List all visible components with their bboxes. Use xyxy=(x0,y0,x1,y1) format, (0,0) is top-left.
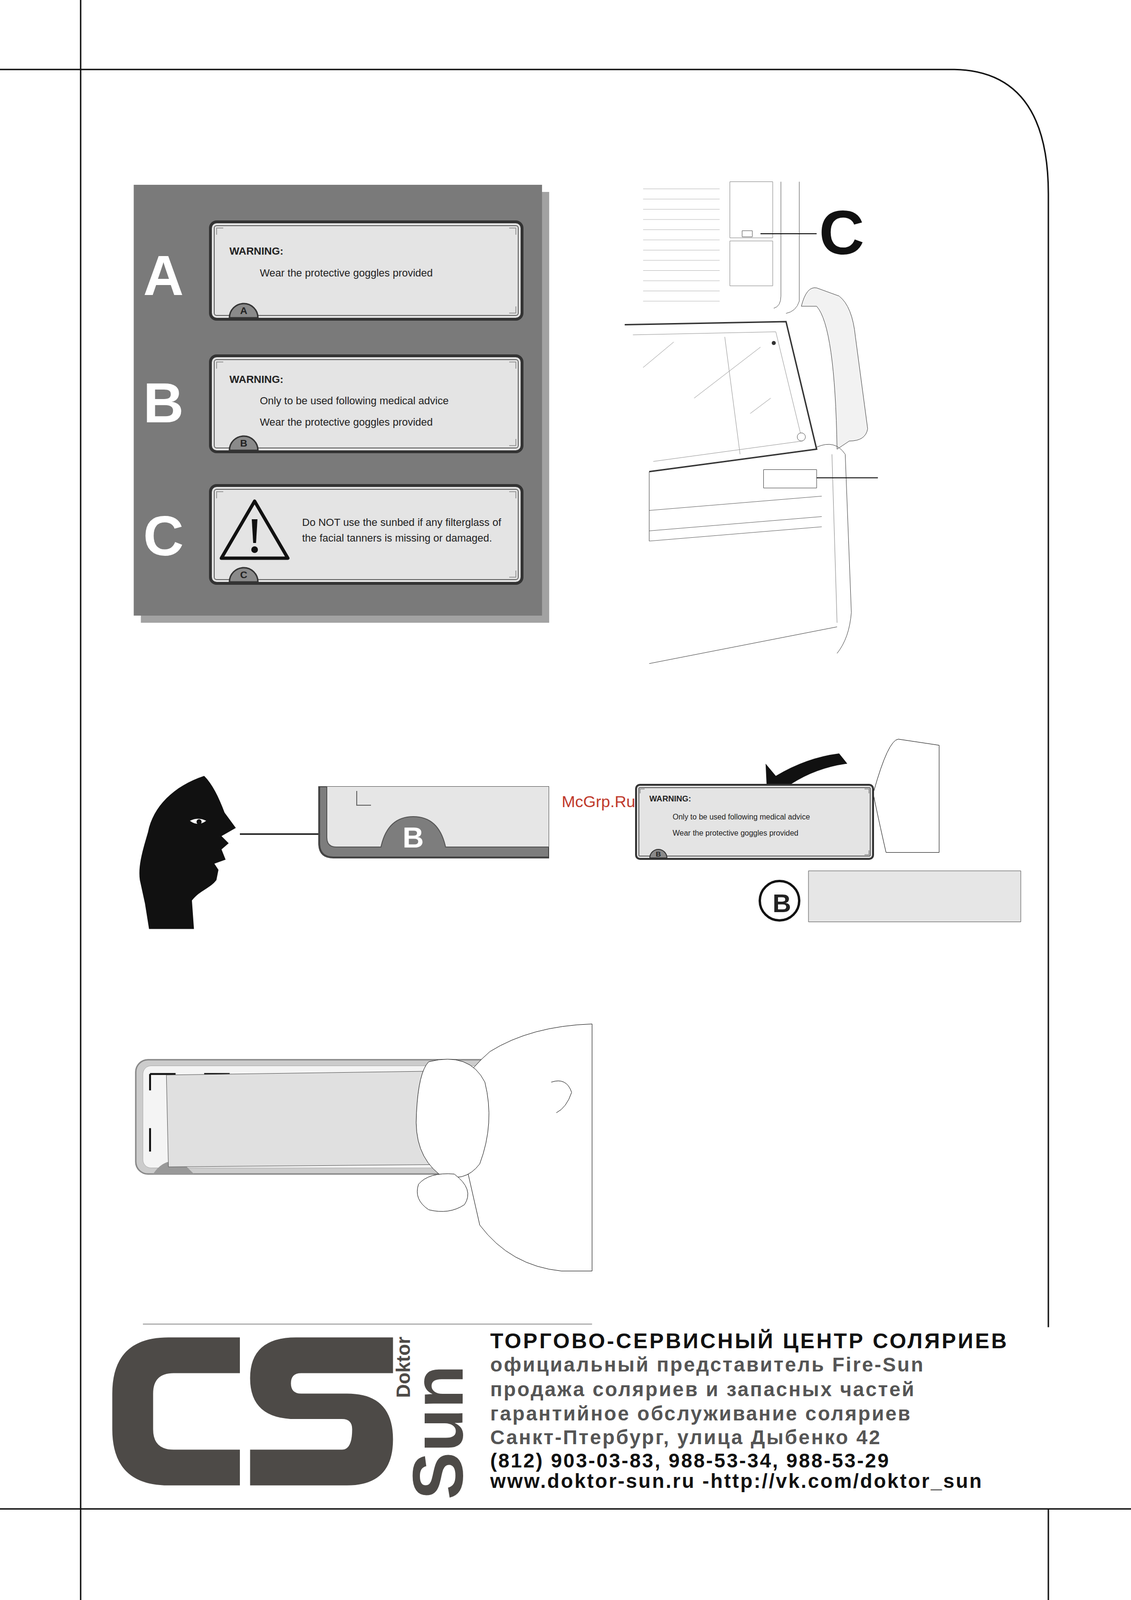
corner-mark xyxy=(216,361,516,446)
corner-mark xyxy=(216,228,516,314)
warning-label: WARNING: Only to be used following medica… xyxy=(209,354,524,454)
tab-letter: B xyxy=(655,849,662,859)
viewer-silhouette xyxy=(139,775,332,929)
label-tab xyxy=(229,436,258,451)
warning-label: Do NOT use the sunbed if any filterglass… xyxy=(209,484,524,585)
corner-mark xyxy=(640,788,870,856)
company-line: официальный представитель Fire-Sun xyxy=(490,1354,925,1375)
label-text: Do NOT use the sunbed if any filterglass… xyxy=(302,514,516,546)
label-panel xyxy=(133,184,550,623)
label-heading: B xyxy=(772,887,792,919)
warning-triangle xyxy=(221,501,288,559)
zoomed-label-outline xyxy=(316,786,550,860)
tab-letter: B xyxy=(239,437,248,449)
company-line: продажа соляриев и запасных частей xyxy=(490,1379,916,1400)
label-text: Wear the protective goggles provided xyxy=(259,266,433,280)
watermark: McGrp.Ru xyxy=(561,793,636,810)
tab-letter: A xyxy=(239,304,248,317)
label-text: Wear the protective goggles provided xyxy=(672,828,799,838)
label-text: Only to be used following medical advice xyxy=(672,812,810,822)
company-line: www.doktor-sun.ru -http://vk.com/doktor_… xyxy=(490,1471,983,1492)
company-line: ТОРГОВО-СЕРВИСНЫЙ ЦЕНТР СОЛЯРИЕВ xyxy=(490,1330,1009,1352)
label-heading: B xyxy=(402,819,425,856)
tab-letter: C xyxy=(239,568,248,581)
finger-peel xyxy=(135,1023,593,1271)
callout-letter: C xyxy=(818,201,865,265)
logo-word: Sun xyxy=(402,1364,474,1500)
label-letter: A xyxy=(142,247,184,304)
label-heading: WARNING: xyxy=(229,245,284,258)
label-letter: C xyxy=(142,507,184,564)
company-line: (812) 903-03-83, 988-53-34, 988-53-29 xyxy=(490,1450,891,1471)
corner-mark xyxy=(216,491,516,578)
sunbed-drawing xyxy=(624,181,878,664)
label-text: Wear the protective goggles provided xyxy=(259,416,433,429)
warning-sticker: WARNING: Only to be used following medica… xyxy=(635,783,875,860)
label-heading: WARNING: xyxy=(649,794,692,804)
label-tab xyxy=(229,567,258,582)
label-tab xyxy=(649,849,667,858)
company-line: гарантийное обслуживание соляриев xyxy=(490,1403,912,1424)
sticker-spot xyxy=(808,870,1021,922)
zoomed-tab: B xyxy=(316,786,550,860)
label-tab xyxy=(229,303,258,318)
warning-label: WARNING: Wear the protective goggles prov… xyxy=(209,220,524,321)
company-line: Санкт-Птербург, улица Дыбенко 42 xyxy=(490,1427,882,1448)
label-letter: B xyxy=(142,374,184,431)
label-heading: WARNING: xyxy=(229,373,284,386)
label-text: Only to be used following medical advice xyxy=(259,394,449,408)
circled-letter: B xyxy=(758,879,801,922)
